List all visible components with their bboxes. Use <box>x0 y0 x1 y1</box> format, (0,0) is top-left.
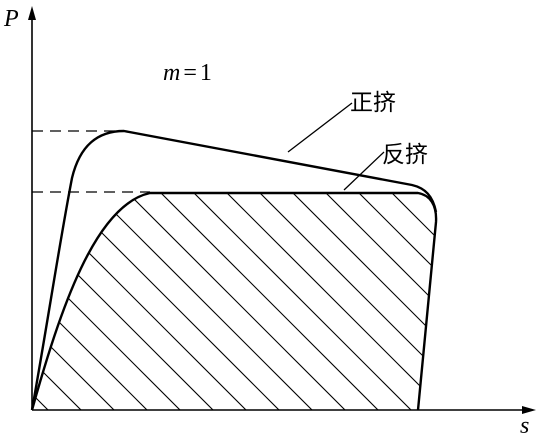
parameter-equals: = <box>183 60 197 86</box>
hatch-line <box>32 193 224 410</box>
forward-extrusion-label: 正挤 <box>350 90 396 116</box>
hatch-line <box>32 193 257 410</box>
hatch-line <box>147 193 389 410</box>
backward-extrusion-curve <box>30 191 438 411</box>
forward-extrusion-curve <box>30 129 438 411</box>
hatch-line <box>345 193 437 410</box>
hatch-line <box>445 180 544 420</box>
hatch-line <box>81 193 323 410</box>
backward-label-leader <box>343 151 385 191</box>
hatch-line <box>213 193 437 410</box>
hatch-line <box>0 180 25 420</box>
hatch-line <box>411 193 437 410</box>
hatch-line <box>378 193 437 410</box>
hatch-line <box>48 193 290 410</box>
x-axis-label: s <box>520 413 529 436</box>
backward-hatch-fill <box>0 180 544 420</box>
x-axis-arrow <box>522 406 536 414</box>
forward-label-leader <box>287 102 353 153</box>
parameter-value: 1 <box>200 60 212 86</box>
backward-extrusion-label: 反挤 <box>382 142 428 168</box>
hatch-line <box>32 193 125 410</box>
y-axis-arrow <box>28 6 36 20</box>
parameter-label: m=1 <box>163 60 212 86</box>
hatch-line <box>32 193 92 410</box>
hatch-line <box>279 193 437 410</box>
hatch-line <box>32 193 59 410</box>
hatch-line <box>32 193 191 410</box>
hatch-line <box>114 193 356 410</box>
y-axis-label: P <box>3 6 19 32</box>
parameter-variable: m <box>163 60 180 86</box>
hatch-line <box>246 193 437 410</box>
hatch-line <box>180 193 422 410</box>
hatch-line <box>32 193 158 410</box>
